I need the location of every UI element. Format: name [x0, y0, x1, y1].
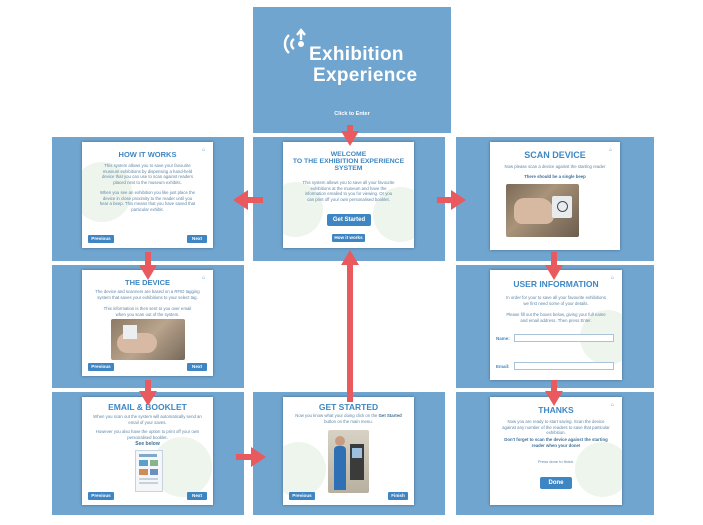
- home-icon[interactable]: ⌂: [611, 275, 615, 281]
- screen-title: HOW IT WORKS: [118, 150, 177, 159]
- screen-user-information: ⌂ USER INFORMATION In order for your to …: [490, 270, 622, 380]
- home-icon[interactable]: ⌂: [202, 275, 206, 281]
- get-started-photo: [328, 430, 369, 493]
- screen-device: ⌂ THE DEVICE The device and scanners are…: [82, 270, 213, 376]
- screen-how-it-works: ⌂ HOW IT WORKS This system allows you to…: [82, 142, 213, 248]
- small-text: Press done to finish.: [537, 459, 575, 464]
- body-bold-text: Don't forget to scan the device against …: [504, 437, 608, 448]
- screen-welcome: WELCOME TO THE EXHIBITION EXPERIENCE SYS…: [283, 142, 414, 248]
- arrow-get-started-to-welcome: [347, 262, 353, 402]
- screen-title: EMAIL & BOOKLET: [108, 402, 187, 412]
- logo-icon: [283, 28, 306, 54]
- next-button[interactable]: Next: [187, 235, 207, 243]
- title-panel: Exhibition Experience Click to Enter: [253, 7, 451, 133]
- screen-email-booklet: EMAIL & BOOKLET When you scan out the sy…: [82, 397, 213, 505]
- booklet-preview-image: [135, 450, 163, 492]
- screen-title: THE DEVICE: [124, 278, 170, 287]
- home-icon[interactable]: ⌂: [611, 402, 615, 408]
- screen-scan-device: ⌂ SCAN DEVICE Now please scan a device a…: [490, 142, 620, 250]
- body-text: Now please scan a device against the sta…: [504, 164, 606, 169]
- screen-title: THANKS: [538, 405, 574, 415]
- background-decoration: [373, 187, 414, 242]
- body-text: When you scan out the system will automa…: [93, 414, 202, 425]
- body-text: The device and scanners are based on a R…: [95, 289, 200, 300]
- device-photo: [111, 319, 185, 360]
- screen-title-line3: SYSTEM: [334, 165, 363, 172]
- next-button[interactable]: Next: [187, 363, 207, 371]
- screen-title: USER INFORMATION: [513, 279, 599, 289]
- scan-photo: [506, 184, 579, 237]
- home-icon[interactable]: ⌂: [202, 147, 206, 153]
- body-text: Please fill out the boxes below, giving …: [506, 312, 606, 323]
- screen-title: GET STARTED: [318, 402, 379, 412]
- previous-button[interactable]: Previous: [88, 235, 114, 243]
- background-decoration: [82, 162, 132, 222]
- body-text: This system allows you to save all your …: [302, 180, 395, 202]
- body-text: When you see an exhibition you like just…: [99, 190, 196, 212]
- background-decoration: [575, 442, 622, 497]
- body-text: Now you know what your doing click on th…: [295, 413, 402, 424]
- see-below-text: See below: [135, 441, 160, 447]
- name-input[interactable]: [514, 334, 614, 342]
- get-started-button[interactable]: Get Started: [327, 214, 371, 226]
- previous-button[interactable]: Previous: [289, 492, 315, 500]
- home-icon[interactable]: ⌂: [609, 147, 613, 153]
- body-text: However you also have the option to prin…: [95, 429, 200, 440]
- screen-title: SCAN DEVICE: [524, 150, 586, 160]
- finish-button[interactable]: Finish: [388, 492, 408, 500]
- click-to-enter-link[interactable]: Click to Enter: [334, 111, 370, 117]
- name-label: Name:: [496, 336, 510, 341]
- body-text: In order for your to save all your favou…: [506, 295, 606, 306]
- logo-text-line2: Experience: [313, 65, 418, 86]
- body-bold-text: There should be a single beep: [524, 174, 586, 179]
- screen-thanks: ⌂ THANKS Now you are ready to start savi…: [490, 397, 622, 505]
- logo-text-line1: Exhibition: [309, 44, 404, 65]
- how-it-works-button[interactable]: How it works: [332, 234, 365, 242]
- hand-shape: [514, 198, 554, 224]
- screen-get-started: GET STARTED Now you know what your doing…: [283, 397, 414, 505]
- person-shape: [334, 446, 346, 490]
- screen-title-line2: TO THE EXHIBITION EXPERIENCE: [292, 158, 405, 165]
- next-button[interactable]: Next: [187, 492, 207, 500]
- previous-button[interactable]: Previous: [88, 492, 114, 500]
- get-started-emphasis: Get Started: [378, 413, 402, 418]
- background-decoration: [283, 442, 326, 497]
- screen-title-line1: WELCOME: [330, 151, 367, 158]
- rfid-icon: [557, 201, 568, 212]
- reader-device: [123, 325, 137, 339]
- previous-button[interactable]: Previous: [88, 363, 114, 371]
- email-label: Email:: [496, 364, 510, 369]
- body-text: This information is then sent to you ove…: [103, 306, 192, 317]
- body-text: Now you are ready to start saving. Scan …: [502, 419, 610, 436]
- done-button[interactable]: Done: [540, 477, 572, 489]
- email-input[interactable]: [514, 362, 614, 370]
- body-text: This system allows you to save your favo…: [101, 163, 193, 185]
